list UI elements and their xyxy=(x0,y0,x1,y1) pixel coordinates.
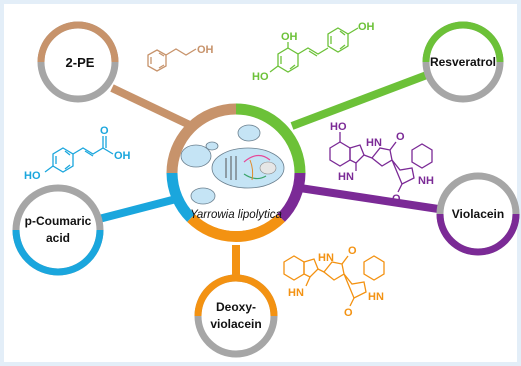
atom-resveratrol-oh-right: OH xyxy=(358,21,375,33)
yeast-cell-bottom-left xyxy=(190,187,216,205)
structure-deoxy xyxy=(283,255,385,307)
yeast-cell-left xyxy=(180,144,212,168)
node-label-violacein: Violacein xyxy=(452,207,504,221)
atom-violacein-o-top: O xyxy=(396,131,405,143)
atom-deoxy-hn-right: HN xyxy=(368,291,384,303)
atom-coumaric-oh: OH xyxy=(114,150,131,162)
node-label-coumaric-line2: acid xyxy=(46,231,70,245)
hub-arc-orange xyxy=(187,213,285,242)
hub-arc-blue xyxy=(166,172,196,222)
atom-deoxy-hn-left: HN xyxy=(288,287,304,299)
node-label-deoxy-line2: violacein xyxy=(210,317,261,331)
connectors xyxy=(93,66,446,282)
node-label-deoxy-line1: Deoxy- xyxy=(216,300,256,314)
node-label-resveratrol: Resveratrol xyxy=(430,55,496,69)
hub-ring xyxy=(166,103,306,242)
node-resveratrol: Resveratrol xyxy=(422,21,504,103)
hub-arc-purple xyxy=(276,172,306,222)
yeast-cells-illustration xyxy=(180,124,285,205)
yeast-cell-large xyxy=(211,147,285,189)
structure-2pe xyxy=(147,48,197,72)
atom-violacein-hn-ring: HN xyxy=(338,171,354,183)
node-label-coumaric-line1: p-Coumaric xyxy=(25,214,92,228)
structure-violacein xyxy=(329,132,433,193)
yeast-cell-nucleus xyxy=(259,161,277,175)
connector-violacein xyxy=(299,184,446,214)
yeast-cell-bud xyxy=(205,141,219,151)
atom-coumaric-ho: HO xyxy=(24,170,41,182)
atom-resveratrol-ho: HO xyxy=(252,71,269,83)
connector-resveratrol xyxy=(290,66,442,130)
atom-2pe-oh: OH xyxy=(197,44,214,56)
atom-violacein-o-bottom: O xyxy=(392,193,401,205)
atom-violacein-hn-top: HN xyxy=(366,137,382,149)
structure-coumaric xyxy=(44,136,114,173)
atom-resveratrol-oh-top: OH xyxy=(281,31,298,43)
atom-deoxy-o-bottom: O xyxy=(344,307,353,319)
hub-arc-brown xyxy=(166,103,237,174)
node-coumaric: p-Coumaric acid xyxy=(12,184,104,276)
yeast-cell-small-top xyxy=(237,124,261,142)
atom-violacein-ho: HO xyxy=(330,121,347,133)
node-deoxy: Deoxy- violacein xyxy=(194,274,278,358)
node-label-2pe: 2-PE xyxy=(66,55,95,70)
atom-coumaric-o: O xyxy=(100,125,109,137)
hub-arc-green xyxy=(235,103,306,174)
atom-deoxy-o-top: O xyxy=(348,245,357,257)
organism-caption: Yarrowia lipolytica xyxy=(190,209,282,221)
atom-deoxy-hn-top: HN xyxy=(318,252,334,264)
connector-coumaric xyxy=(93,194,182,224)
connector-2pe xyxy=(110,84,198,132)
structure-resveratrol xyxy=(269,27,359,73)
atom-violacein-nh: NH xyxy=(418,175,434,187)
node-violacein: Violacein xyxy=(436,172,520,256)
node-2pe: 2-PE xyxy=(37,21,119,103)
